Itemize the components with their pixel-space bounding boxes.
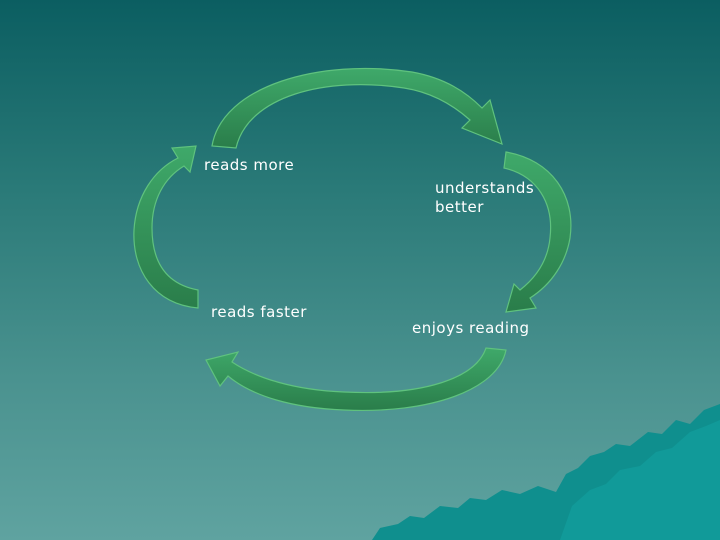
step-label-reads-more: reads more bbox=[204, 156, 295, 174]
mountains-ridge bbox=[560, 420, 720, 540]
arrow-top bbox=[211, 67, 503, 149]
arrow-right bbox=[503, 151, 572, 313]
step-label-reads-faster: reads faster bbox=[211, 303, 307, 321]
step-label-enjoys-reading: enjoys reading bbox=[412, 319, 530, 337]
step-label-understands-better: understands better bbox=[435, 179, 535, 216]
arrow-bottom bbox=[205, 347, 507, 412]
arrow-left bbox=[133, 145, 199, 309]
